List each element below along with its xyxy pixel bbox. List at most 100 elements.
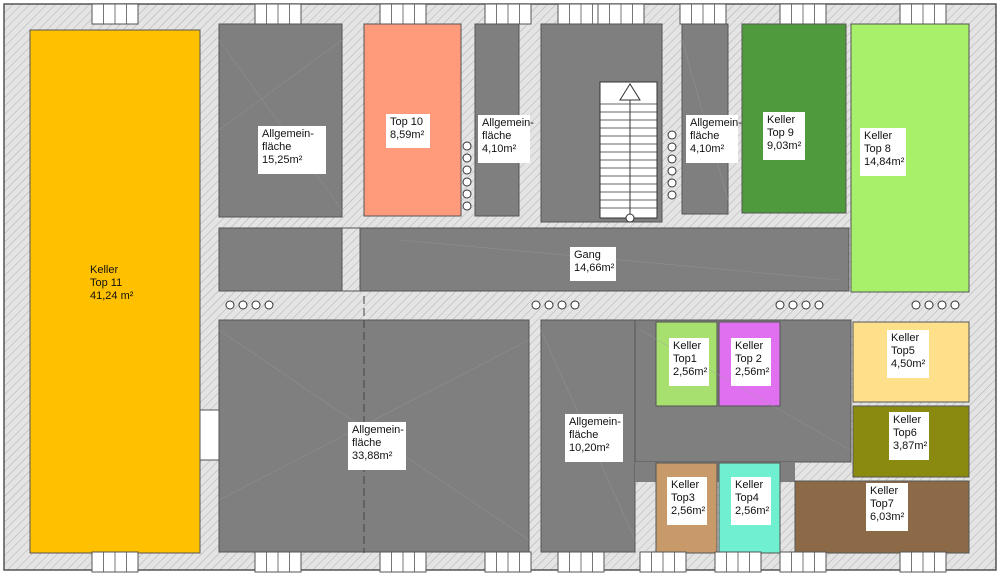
room-label-line: Allgemein- bbox=[262, 128, 314, 140]
texture-line bbox=[218, 39, 343, 211]
window bbox=[679, 3, 727, 25]
duct-circle bbox=[801, 300, 811, 310]
duct-circle bbox=[264, 300, 274, 310]
duct-circle bbox=[462, 153, 472, 163]
room-label-line: 15,25m² bbox=[262, 154, 303, 166]
window bbox=[484, 3, 532, 25]
duct-circle bbox=[814, 300, 824, 310]
duct-circle bbox=[924, 300, 934, 310]
windows bbox=[91, 3, 947, 573]
window bbox=[379, 551, 427, 573]
window bbox=[91, 551, 139, 573]
room-label-line: Keller bbox=[893, 414, 922, 426]
room-label-line: Allgemein- bbox=[352, 424, 404, 436]
window bbox=[91, 3, 139, 25]
room-label-line: Top 9 bbox=[767, 127, 794, 139]
room-label-line: Keller bbox=[767, 114, 796, 126]
room-label-line: Top4 bbox=[735, 492, 759, 504]
gang-left-wall bbox=[341, 227, 361, 292]
room-label-line: Top1 bbox=[673, 353, 697, 365]
room-label-line: 2,56m² bbox=[673, 366, 708, 378]
duct-circle bbox=[544, 300, 554, 310]
room-label-line: Keller bbox=[891, 332, 920, 344]
room-label-line: Top7 bbox=[870, 498, 894, 510]
room-label-line: Keller bbox=[673, 340, 702, 352]
window bbox=[779, 551, 827, 573]
texture-line bbox=[399, 239, 841, 281]
room-label-line: 3,87m² bbox=[893, 440, 928, 452]
room-keller-top11 bbox=[29, 29, 201, 554]
duct-circle bbox=[667, 130, 677, 140]
room-label-line: 4,50m² bbox=[891, 358, 926, 370]
room-label-line: Top5 bbox=[891, 345, 915, 357]
duct-circle bbox=[667, 190, 677, 200]
window bbox=[254, 551, 302, 573]
room-label-line: 2,56m² bbox=[735, 366, 770, 378]
room-label-line: Allgemein- bbox=[482, 117, 534, 129]
duct-circle bbox=[667, 178, 677, 188]
window bbox=[779, 3, 827, 25]
duct-circle bbox=[788, 300, 798, 310]
window bbox=[899, 551, 947, 573]
room-label-line: fläche bbox=[262, 141, 292, 153]
room-label-line: Keller bbox=[870, 485, 899, 497]
room-label-line: 14,84m² bbox=[864, 156, 905, 168]
window bbox=[557, 551, 605, 573]
room-label-line: 4,10m² bbox=[482, 143, 517, 155]
room-label-line: fläche bbox=[690, 130, 720, 142]
room-allgemein-1525 bbox=[218, 23, 343, 218]
duct-circle bbox=[557, 300, 567, 310]
duct-circle bbox=[251, 300, 261, 310]
duct-circle bbox=[225, 300, 235, 310]
duct-circle bbox=[937, 300, 947, 310]
room-label-line: fläche bbox=[352, 437, 382, 449]
room-label-line: 41,24 m² bbox=[90, 290, 134, 302]
room-label-line: Keller bbox=[735, 479, 764, 491]
room-label-line: Top6 bbox=[893, 427, 917, 439]
window bbox=[639, 551, 687, 573]
room-label-line: Keller bbox=[864, 130, 893, 142]
duct-circle bbox=[667, 166, 677, 176]
duct-circle bbox=[911, 300, 921, 310]
staircase bbox=[599, 81, 658, 223]
duct-circle bbox=[570, 300, 580, 310]
room-label-line: fläche bbox=[569, 429, 599, 441]
duct-circle bbox=[462, 189, 472, 199]
room-label-line: Keller bbox=[90, 264, 119, 276]
room-label-line: Keller bbox=[671, 479, 700, 491]
room-label-line: 9,03m² bbox=[767, 140, 802, 152]
service-ducts bbox=[225, 130, 960, 310]
duct-circle bbox=[462, 165, 472, 175]
room-label-line: fläche bbox=[482, 130, 512, 142]
window bbox=[899, 3, 947, 25]
duct-circle bbox=[462, 177, 472, 187]
window bbox=[557, 3, 605, 25]
duct-circle bbox=[950, 300, 960, 310]
texture-line bbox=[218, 339, 530, 501]
room-label-line: 2,56m² bbox=[735, 505, 770, 517]
room-label-line: Keller bbox=[735, 340, 764, 352]
room-label-line: Allgemein- bbox=[690, 117, 742, 129]
window bbox=[484, 551, 532, 573]
room-label-line: Top 10 bbox=[390, 116, 424, 128]
texture-line bbox=[218, 39, 343, 131]
room-gang bbox=[218, 227, 850, 292]
duct-circle bbox=[462, 201, 472, 211]
duct-circle bbox=[667, 154, 677, 164]
duct-circle bbox=[462, 141, 472, 151]
duct-circle bbox=[775, 300, 785, 310]
room-label-line: 33,88m² bbox=[352, 450, 393, 462]
